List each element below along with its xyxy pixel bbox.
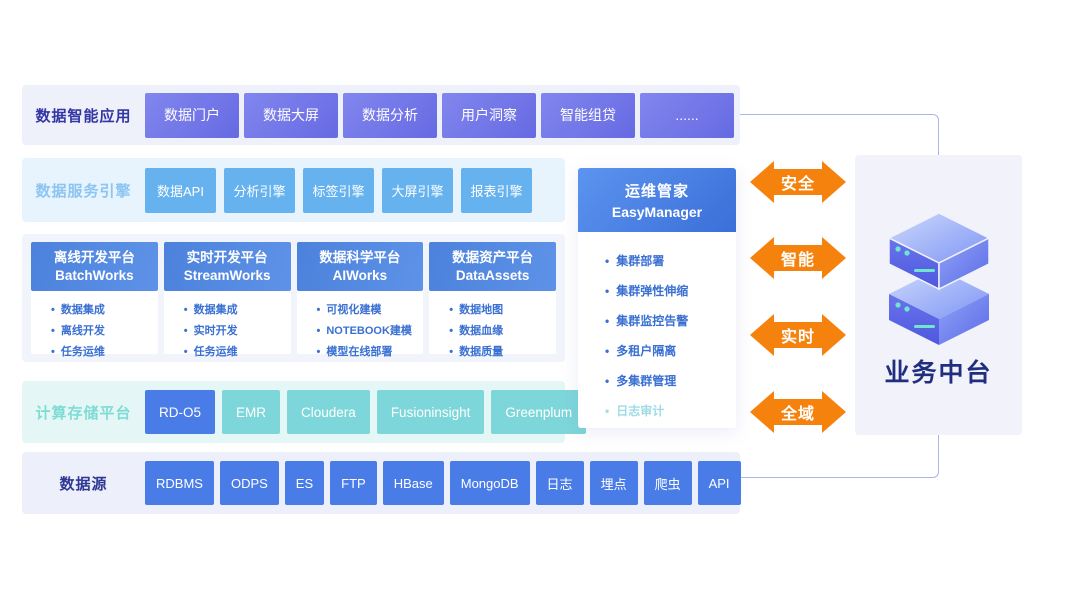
business-platform-card: 业务中台 (855, 155, 1022, 435)
engine-chip[interactable]: 数据API (145, 167, 216, 213)
feature-item: 任务运维 (51, 342, 154, 363)
feature-item: 任务运维 (184, 342, 287, 363)
source-layer-row: 数据源 RDBMS ODPS ES FTP HBase MongoDB 日志 埋… (22, 452, 741, 514)
feature-item: 数据血缘 (449, 321, 552, 342)
source-chip[interactable]: 爬虫 (643, 461, 692, 505)
source-chip[interactable]: API (697, 461, 741, 505)
double-arrow-icon (750, 391, 846, 433)
engine-chip[interactable]: 标签引擎 (303, 167, 374, 213)
app-chip[interactable]: 数据大屏 (244, 92, 338, 138)
engine-layer-row: 数据服务引擎 数据API 分析引擎 标签引擎 大屏引擎 报表引擎 (22, 158, 565, 222)
source-chip[interactable]: MongoDB (449, 461, 530, 505)
flow-arrow-label: 全域 (780, 406, 815, 423)
easymanager-title-en: EasyManager (611, 204, 703, 220)
feature-item: 数据地图 (449, 300, 552, 321)
connector-top (735, 114, 939, 156)
business-platform-title: 业务中台 (884, 359, 993, 387)
platform-feature-list: 数据集成 离线开发 任务运维 (31, 291, 158, 363)
platform-title-cn: 数据资产平台 (452, 250, 534, 265)
easymanager-card[interactable]: 运维管家 EasyManager 集群部署 集群弹性伸缩 集群监控告警 多租户隔… (578, 168, 736, 428)
platform-feature-list: 可视化建模 NOTEBOOK建模 模型在线部署 (297, 291, 424, 363)
easymanager-feature-list: 集群部署 集群弹性伸缩 集群监控告警 多租户隔离 多集群管理 日志审计 (578, 232, 736, 419)
easymanager-feature: 多集群管理 (605, 372, 736, 389)
storage-chip-list: RD-O5 EMR Cloudera Fusioninsight Greenpl… (145, 390, 587, 434)
easymanager-title-cn: 运维管家 (624, 183, 689, 200)
platform-card-aiworks[interactable]: 数据科学平台 AIWorks 可视化建模 NOTEBOOK建模 模型在线部署 (296, 242, 424, 358)
engine-chip[interactable]: 分析引擎 (224, 167, 295, 213)
flow-arrow-security: 安全 (750, 159, 846, 205)
flow-arrow-label: 实时 (780, 329, 815, 346)
source-chip-list: RDBMS ODPS ES FTP HBase MongoDB 日志 埋点 爬虫… (145, 461, 741, 505)
storage-chip[interactable]: Cloudera (287, 390, 370, 434)
feature-item: 数据集成 (184, 300, 287, 321)
easymanager-feature: 多租户隔离 (605, 342, 736, 359)
platform-title-en: AIWorks (332, 268, 388, 283)
platform-feature-list: 数据集成 实时开发 任务运维 (164, 291, 291, 363)
double-arrow-icon (750, 237, 846, 279)
platform-title-en: StreamWorks (183, 268, 271, 283)
engine-chip-list: 数据API 分析引擎 标签引擎 大屏引擎 报表引擎 (145, 167, 532, 213)
storage-chip[interactable]: RD-O5 (145, 390, 216, 434)
easymanager-feature: 集群监控告警 (605, 312, 736, 329)
source-chip[interactable]: ES (284, 461, 325, 505)
platform-card-title: 数据科学平台 AIWorks (296, 242, 424, 291)
app-chip-list: 数据门户 数据大屏 数据分析 用户洞察 智能组贷 ...... (145, 92, 734, 138)
flow-arrow-global: 全域 (750, 389, 846, 435)
easymanager-feature-muted: 日志审计 (605, 402, 736, 419)
app-chip-more[interactable]: ...... (640, 92, 734, 138)
platform-card-title: 数据资产平台 DataAssets (429, 242, 556, 291)
platform-title-en: BatchWorks (55, 268, 134, 283)
storage-chip[interactable]: EMR (222, 390, 281, 434)
source-chip[interactable]: HBase (382, 461, 444, 505)
flow-arrow-label: 智能 (780, 252, 815, 269)
feature-item: NOTEBOOK建模 (317, 321, 420, 342)
double-arrow-icon (750, 314, 846, 356)
platform-feature-list: 数据地图 数据血缘 数据质量 (429, 291, 556, 363)
flow-arrow-realtime: 实时 (750, 312, 846, 358)
app-chip[interactable]: 数据分析 (343, 92, 437, 138)
app-chip[interactable]: 用户洞察 (442, 92, 536, 138)
feature-item: 可视化建模 (317, 300, 420, 321)
platform-title-en: DataAssets (455, 268, 530, 283)
storage-chip[interactable]: Greenplum (491, 390, 587, 434)
engine-chip[interactable]: 报表引擎 (461, 167, 532, 213)
platform-title-cn: 数据科学平台 (319, 250, 401, 265)
flow-arrow-label: 安全 (780, 176, 815, 193)
source-chip[interactable]: RDBMS (145, 461, 214, 505)
storage-layer-row: 计算存储平台 RD-O5 EMR Cloudera Fusioninsight … (22, 381, 587, 443)
double-arrow-icon (750, 161, 846, 203)
source-layer-label: 数据源 (59, 475, 108, 493)
source-chip[interactable]: ODPS (219, 461, 279, 505)
source-chip[interactable]: FTP (330, 461, 377, 505)
feature-item: 模型在线部署 (317, 342, 420, 363)
app-chip[interactable]: 智能组贷 (541, 92, 635, 138)
feature-item: 实时开发 (184, 321, 287, 342)
connector-bottom (728, 434, 939, 478)
server-stack-icon (887, 212, 991, 354)
feature-item: 数据集成 (51, 300, 154, 321)
platform-title-cn: 实时开发平台 (186, 250, 268, 265)
app-layer-row: 数据智能应用 数据门户 数据大屏 数据分析 用户洞察 智能组贷 ...... (22, 85, 740, 145)
platform-card-batchworks[interactable]: 离线开发平台 BatchWorks 数据集成 离线开发 任务运维 (31, 242, 158, 358)
platform-card-title: 离线开发平台 BatchWorks (31, 242, 158, 291)
engine-chip[interactable]: 大屏引擎 (382, 167, 453, 213)
platform-title-cn: 离线开发平台 (53, 250, 135, 265)
platform-layer-row: 离线开发平台 BatchWorks 数据集成 离线开发 任务运维 实时开发平台 … (22, 234, 565, 362)
feature-item: 数据质量 (449, 342, 552, 363)
storage-layer-label: 计算存储平台 (35, 404, 132, 422)
feature-item: 离线开发 (51, 321, 154, 342)
platform-card-title: 实时开发平台 StreamWorks (163, 242, 291, 291)
platform-card-dataassets[interactable]: 数据资产平台 DataAssets 数据地图 数据血缘 数据质量 (429, 242, 556, 358)
flow-arrow-intelligence: 智能 (750, 235, 846, 281)
platform-card-streamworks[interactable]: 实时开发平台 StreamWorks 数据集成 实时开发 任务运维 (163, 242, 291, 358)
engine-layer-label: 数据服务引擎 (35, 182, 132, 200)
app-layer-label: 数据智能应用 (35, 107, 132, 125)
storage-chip[interactable]: Fusioninsight (376, 390, 485, 434)
easymanager-header: 运维管家 EasyManager (578, 168, 736, 232)
source-chip[interactable]: 日志 (535, 461, 584, 505)
easymanager-feature: 集群弹性伸缩 (605, 282, 736, 299)
app-chip[interactable]: 数据门户 (145, 92, 239, 138)
easymanager-feature: 集群部署 (605, 252, 736, 269)
source-chip[interactable]: 埋点 (589, 461, 638, 505)
